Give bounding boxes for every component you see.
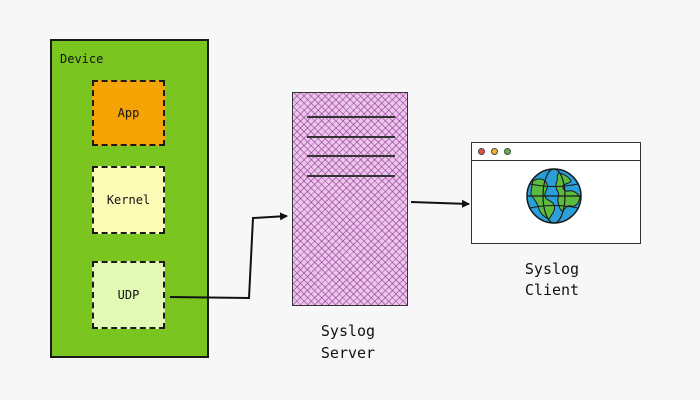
kernel-layer: Kernel	[92, 166, 165, 234]
udp-layer: UDP	[92, 261, 165, 329]
server-line	[307, 155, 395, 157]
client-label-line2: Client	[524, 281, 580, 299]
server-label-line2: Server	[320, 344, 376, 362]
server-line	[307, 175, 395, 177]
syslog-client-label: Syslog Client	[500, 259, 604, 301]
server-label-line1: Syslog	[320, 322, 376, 340]
device-title: Device	[60, 52, 104, 66]
kernel-layer-label: Kernel	[106, 193, 151, 207]
device-box: Device App Kernel UDP	[50, 39, 209, 358]
window-minimize-dot	[491, 148, 498, 155]
app-layer: App	[92, 80, 165, 146]
udp-layer-label: UDP	[117, 288, 140, 302]
syslog-server-box	[292, 92, 408, 306]
server-line	[307, 136, 395, 138]
server-line	[307, 116, 395, 118]
globe-icon	[526, 168, 582, 224]
window-maximize-dot	[504, 148, 511, 155]
window-title-bar	[472, 143, 640, 161]
server-to-client-arrow	[410, 199, 470, 208]
window-close-dot	[478, 148, 485, 155]
client-label-line1: Syslog	[524, 260, 580, 278]
syslog-server-label: Syslog Server	[296, 320, 400, 364]
app-layer-label: App	[117, 106, 140, 120]
udp-to-server-arrow	[169, 212, 288, 300]
